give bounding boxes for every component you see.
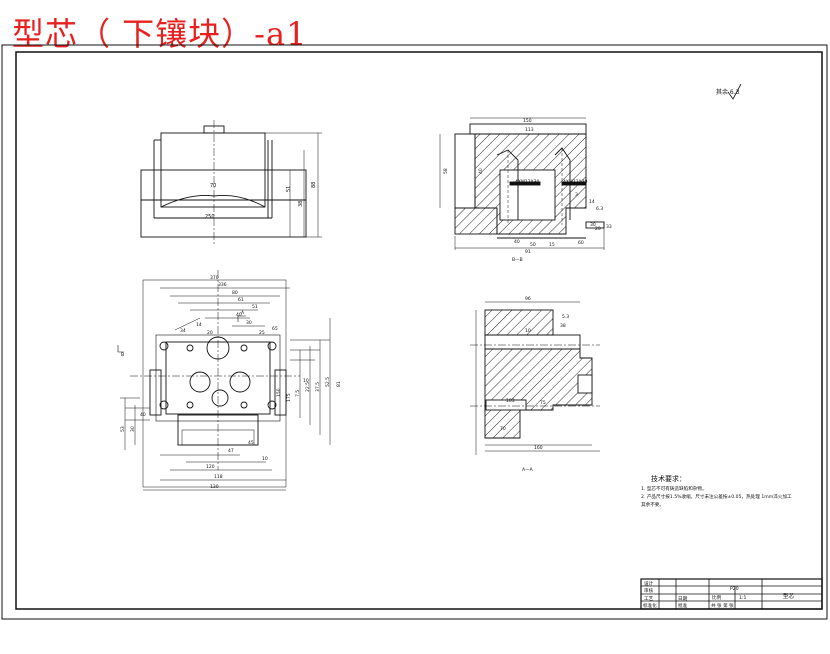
plan-view-dims: 370 336 80 61 51 40 30 65 34 14 20 25 52… [120, 275, 342, 490]
dim-label: 5.3 [562, 314, 569, 320]
plan-view [117, 270, 331, 491]
section-aa [470, 301, 600, 455]
dim-label: 80 [232, 290, 238, 296]
dim-label: 60 [578, 240, 584, 246]
dim-label: 37.5 [315, 382, 321, 392]
dim-label: 51 [286, 186, 292, 192]
dim-label: 160 [534, 445, 543, 451]
title-block [640, 578, 823, 610]
dim-label: 61 [238, 297, 244, 303]
dim-label: 96 [525, 296, 531, 302]
tech-req-line: 2. 产品尺寸按1.5%收缩，尺寸未注公差按±0.05，热处理 1mm淬火加工 [641, 493, 792, 500]
dim-label: 250 [205, 214, 215, 220]
dim-label: 10 [525, 328, 531, 334]
roughness-symbol: 其余 6.3 [716, 83, 742, 100]
section-bb-dims: 150 113 58 40 4XM12X30 4XM12X30 3 40 50 … [443, 118, 612, 263]
title-block-cell: 批准 [678, 602, 688, 609]
view-arrow-b: B [121, 352, 124, 358]
dim-label: 52.5 [325, 377, 331, 387]
title-block-text: 设计 审核 工艺 标准化 比例 1:1 P20 共 张 第 张 批准 日期 型芯 [643, 580, 795, 609]
dim-label: 150 [276, 388, 282, 397]
dim-label: 40 [140, 412, 146, 418]
title-block-cell: 设计 [644, 580, 654, 587]
title-block-cell: P20 [730, 586, 739, 592]
tech-req-line: 其余不要。 [641, 501, 664, 508]
dim-label: 14 [589, 199, 595, 205]
dim-label: 38 [560, 323, 566, 329]
dim-label: 81 [336, 381, 342, 387]
dim-label: 4XM12X30 [563, 179, 588, 185]
top-view-dims: 250 70 51 38 88 [205, 182, 317, 220]
dim-label: 70 [210, 183, 216, 189]
dim-label: 20 [595, 226, 601, 232]
title-block-cell: 日期 [678, 596, 688, 602]
tech-req-heading: 技术要求： [651, 474, 686, 483]
dim-label: 58 [443, 168, 449, 174]
dim-label: 38 [298, 201, 304, 207]
dim-label: 30 [246, 320, 252, 326]
dim-label: 50 [530, 242, 536, 248]
technical-requirements: 技术要求： 1. 型芯不可有铸造缺陷和杂物。 2. 产品尺寸按1.5%收缩，尺寸… [641, 474, 792, 508]
title-block-cell: 1:1 [739, 595, 746, 601]
outer-frame [1, 44, 828, 620]
dim-label: 6.3 [596, 206, 603, 212]
tech-req-line: 1. 型芯不可有铸造缺陷和杂物。 [641, 485, 707, 492]
dim-label: 370 [210, 275, 219, 281]
dim-label: 45 [248, 440, 254, 446]
dim-label: 30 [130, 426, 136, 432]
dim-label: 47 [228, 448, 234, 454]
dim-label: 22.5 [305, 382, 311, 392]
dim-label: 120 [206, 464, 215, 470]
dim-label: 53 [120, 426, 126, 432]
view-label-aa: A—A [522, 467, 534, 473]
dim-label: 40 [514, 239, 520, 245]
title-block-cell: 共 张 第 张 [711, 602, 734, 609]
view-label-bb: B—B [512, 257, 523, 263]
top-view [140, 120, 322, 245]
dim-label: 34 [180, 328, 186, 334]
dim-label: 7.5 [295, 390, 301, 397]
dim-label: 336 [218, 282, 227, 288]
dim-label: 113 [525, 127, 534, 133]
dim-label: 10 [262, 456, 268, 462]
view-arrow-a: A [241, 310, 245, 316]
dim-label: 70 [500, 426, 506, 432]
dim-label: 25 [259, 330, 265, 336]
title-block-cell: 审核 [644, 587, 654, 594]
dim-label: 75 [540, 400, 546, 406]
dim-label: 40 [478, 168, 484, 174]
title-block-cell: 工艺 [644, 596, 654, 602]
roughness-note: 其余 6.3 [716, 88, 740, 96]
dim-label: 10 [303, 378, 309, 384]
title-block-cell: 型芯 [783, 592, 795, 600]
dim-label: 91 [525, 249, 531, 255]
title-block-cell: 标准化 [643, 602, 657, 609]
dim-label: 65 [272, 326, 278, 332]
dim-label: 20 [207, 330, 213, 336]
dim-label: 130 [210, 484, 219, 490]
dim-label: 40 [236, 312, 242, 318]
dim-label: 15 [549, 242, 555, 248]
inner-frame [15, 51, 823, 610]
dim-label: 33 [606, 224, 612, 230]
page-title: 型芯（ 下镶块）-a1 [12, 15, 308, 53]
dim-label: 88 [311, 182, 317, 188]
dim-label: 103 [506, 398, 515, 404]
dim-label: 3 [575, 192, 578, 198]
dim-label: 4XM12X30 [515, 179, 540, 185]
dim-label: 14 [196, 322, 202, 328]
section-aa-dims: 96 10 38 103 70 75 160 5.3 A—A [500, 296, 569, 473]
title-block-cell: 比例 [712, 594, 722, 601]
dim-label: 51 [252, 304, 258, 310]
dim-label: 150 [523, 118, 532, 124]
dim-label: 118 [214, 474, 223, 480]
dim-label: 175 [286, 393, 292, 402]
dim-label: 30 [590, 222, 596, 228]
section-bb [439, 117, 605, 250]
